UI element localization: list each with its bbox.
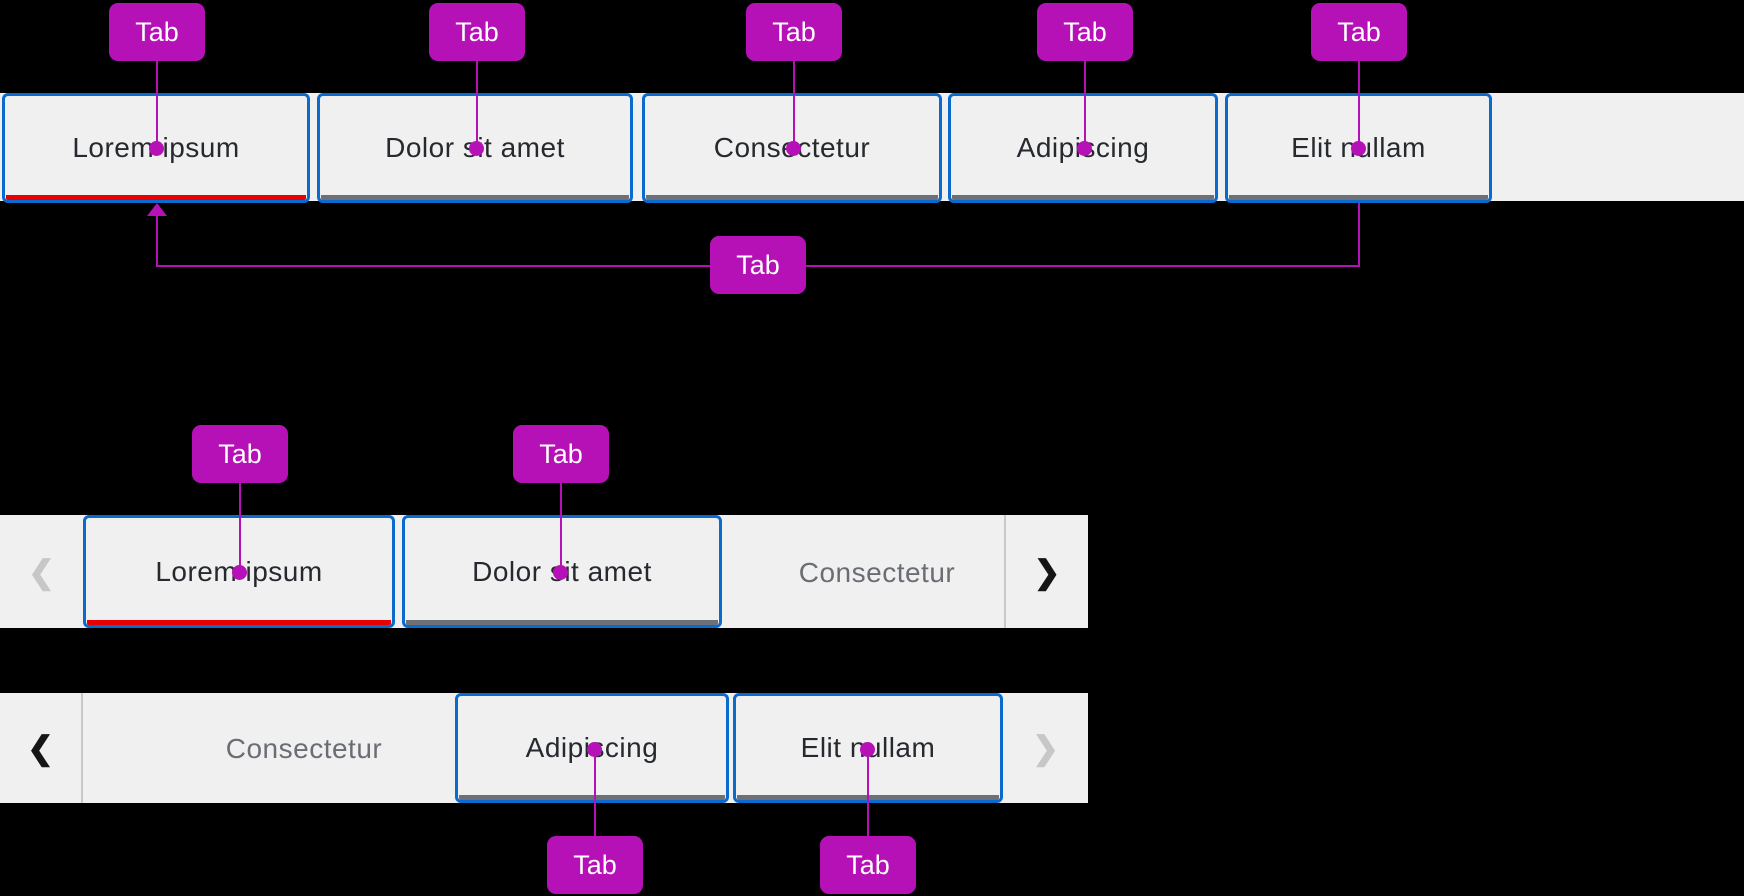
- tab-annotation-badge: Tab: [710, 236, 806, 294]
- annotation-line: [476, 59, 478, 149]
- scroll-right-button: ❯: [1003, 693, 1088, 803]
- scroll-left-button[interactable]: ❮: [0, 693, 81, 803]
- chevron-left-icon: ❮: [27, 730, 54, 766]
- chevron-right-icon: ❯: [1033, 553, 1061, 590]
- annotation-line: [793, 59, 795, 149]
- annotation-line: [156, 59, 158, 149]
- annotation-dot: [149, 141, 164, 156]
- tab-consectetur-overflow[interactable]: Consectetur: [798, 557, 956, 588]
- tab-dolor-sit-amet[interactable]: Dolor sit amet: [317, 93, 633, 203]
- annotation-dot: [1351, 141, 1366, 156]
- scroll-divider: [1004, 515, 1006, 628]
- tab-consectetur-overflow[interactable]: Consectetur: [225, 733, 383, 764]
- tab-annotation-badge: Tab: [820, 836, 916, 894]
- chevron-right-icon: ❯: [1032, 730, 1059, 766]
- tab-annotation-badge: Tab: [192, 425, 288, 483]
- annotation-line: [239, 483, 241, 573]
- annotation-line: [594, 755, 596, 836]
- tab-annotation-badge: Tab: [1311, 3, 1407, 61]
- annotation-dot: [1077, 141, 1092, 156]
- tab-annotation-badge: Tab: [547, 836, 643, 894]
- tab-annotation-badge: Tab: [109, 3, 205, 61]
- tab-underline: [459, 795, 725, 800]
- tab-underline: [406, 620, 718, 625]
- annotation-line: [156, 214, 158, 267]
- annotation-dot: [587, 742, 602, 757]
- annotation-dot: [860, 742, 875, 757]
- scroll-divider: [81, 693, 83, 803]
- annotation-dot: [232, 565, 247, 580]
- annotation-line: [1358, 59, 1360, 149]
- tab-annotation-badge: Tab: [513, 425, 609, 483]
- chevron-left-icon: ❮: [28, 553, 55, 590]
- tab-consectetur[interactable]: Consectetur: [642, 93, 942, 203]
- annotation-dot: [553, 565, 568, 580]
- tab-annotation-badge: Tab: [1037, 3, 1133, 61]
- tab-underline: [1229, 195, 1488, 200]
- active-tab-indicator: [87, 620, 391, 625]
- tab-underline: [321, 195, 629, 200]
- tab-underline: [646, 195, 938, 200]
- scroll-left-button: ❮: [0, 515, 83, 628]
- active-tab-indicator: [6, 195, 306, 200]
- tab-annotation-badge: Tab: [429, 3, 525, 61]
- annotation-line: [560, 483, 562, 573]
- annotation-line: [1358, 203, 1360, 267]
- tab-underline: [952, 195, 1214, 200]
- tab-annotation-badge: Tab: [746, 3, 842, 61]
- annotation-line: [1084, 59, 1086, 149]
- annotation-dot: [469, 141, 484, 156]
- annotation-dot: [786, 141, 801, 156]
- scroll-right-button[interactable]: ❯: [1006, 515, 1088, 628]
- annotation-arrow: [147, 203, 167, 216]
- annotation-line: [867, 755, 869, 836]
